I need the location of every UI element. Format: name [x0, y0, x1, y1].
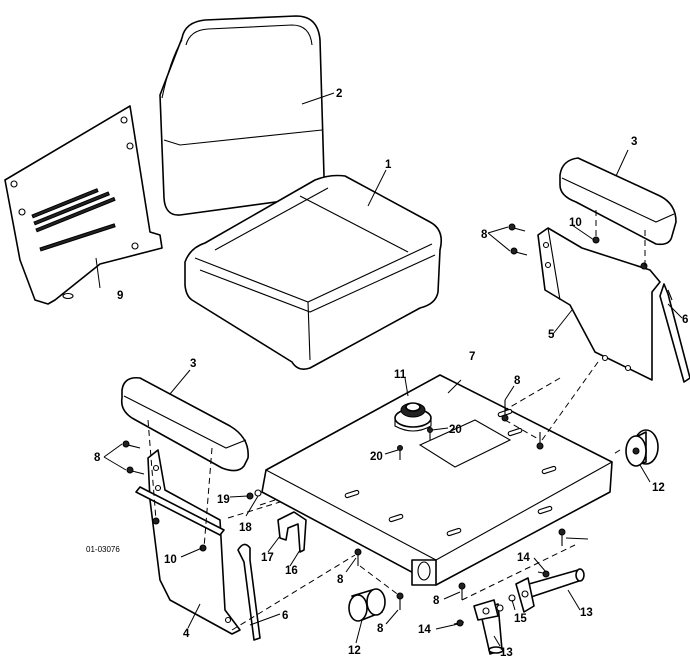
bolt-8-upper-right-a [508, 223, 526, 232]
seat-switch [394, 402, 432, 432]
bolt-8-upper-right-b [510, 247, 528, 256]
callout-20-right: 20 [449, 424, 462, 436]
callout-6-right: 6 [682, 314, 688, 326]
callout-19: 19 [217, 494, 230, 506]
callout-20-left: 20 [370, 451, 383, 463]
callout-8-bottom-b: 8 [377, 623, 384, 635]
back-panel [4, 105, 163, 305]
callout-3-left: 3 [190, 358, 196, 370]
bolt-8-bottom-d [558, 528, 566, 546]
callout-12-right: 12 [652, 482, 665, 494]
armrest-left [120, 376, 249, 472]
vent-slots [31, 188, 116, 252]
callout-5: 5 [548, 329, 555, 341]
callout-4: 4 [183, 628, 190, 640]
armrest-rod-right [659, 283, 690, 383]
callout-7: 7 [469, 351, 475, 363]
bolt-8-bottom-a [354, 548, 362, 566]
screw-20-b [397, 445, 403, 460]
washer-18 [254, 489, 262, 497]
armrest-rod-left [237, 543, 261, 641]
seat-base-plate [261, 374, 613, 586]
callout-8-upper-right: 8 [481, 229, 488, 241]
callout-18: 18 [239, 522, 252, 534]
callout-9: 9 [117, 290, 123, 302]
bolt-8-left-b [126, 466, 145, 475]
callouts: 1 2 3 3 4 5 6 6 7 8 8 8 8 8 8 9 10 10 11… [86, 88, 688, 659]
callout-14-right: 14 [517, 552, 530, 564]
callout-17: 17 [261, 552, 274, 564]
callout-3-right: 3 [631, 136, 637, 148]
assembly-lines [147, 210, 646, 631]
bolt-8-bottom-c [458, 582, 466, 600]
bolt-14-a [537, 570, 550, 578]
leader-lines [95, 92, 683, 647]
bolt-8-base-a [501, 400, 509, 422]
callout-8-bottom-c: 8 [433, 595, 440, 607]
figure-code: 01-03076 [86, 545, 120, 554]
callout-1: 1 [385, 159, 392, 171]
washer-15 [496, 594, 516, 612]
callout-8-left: 8 [94, 452, 101, 464]
nut-10-left [152, 517, 207, 552]
bolt-8-left-a [122, 440, 141, 449]
armrest-bracket-left [135, 449, 241, 635]
seat-back [159, 15, 325, 216]
bolts [122, 223, 648, 627]
bolt-8-base-b [536, 432, 544, 450]
armrest-bracket-right [537, 227, 661, 381]
callout-10-right: 10 [569, 217, 582, 229]
callout-2: 2 [336, 88, 342, 100]
callout-8-bottom-a: 8 [337, 574, 344, 586]
callout-10-left: 10 [164, 554, 177, 566]
callout-14-left: 14 [418, 624, 431, 636]
bumper-right [625, 429, 659, 467]
callout-12-left: 12 [348, 645, 361, 657]
wire-clip [277, 511, 307, 553]
callout-16: 16 [285, 565, 298, 577]
callout-13-right: 13 [580, 607, 593, 619]
callout-6-left: 6 [282, 610, 288, 622]
callout-11: 11 [394, 369, 407, 381]
bolt-14-b [453, 619, 465, 627]
callout-13-left: 13 [500, 647, 513, 659]
bumper-left [348, 588, 386, 622]
bolt-8-bottom-b [396, 592, 404, 610]
callout-8-base: 8 [514, 375, 521, 387]
base-slots [344, 408, 557, 537]
armrest-right [559, 157, 677, 246]
pivot-pin-right [515, 568, 585, 613]
pivot-pin-left [473, 599, 504, 655]
callout-15: 15 [514, 613, 527, 625]
seat-cushion [184, 174, 443, 370]
